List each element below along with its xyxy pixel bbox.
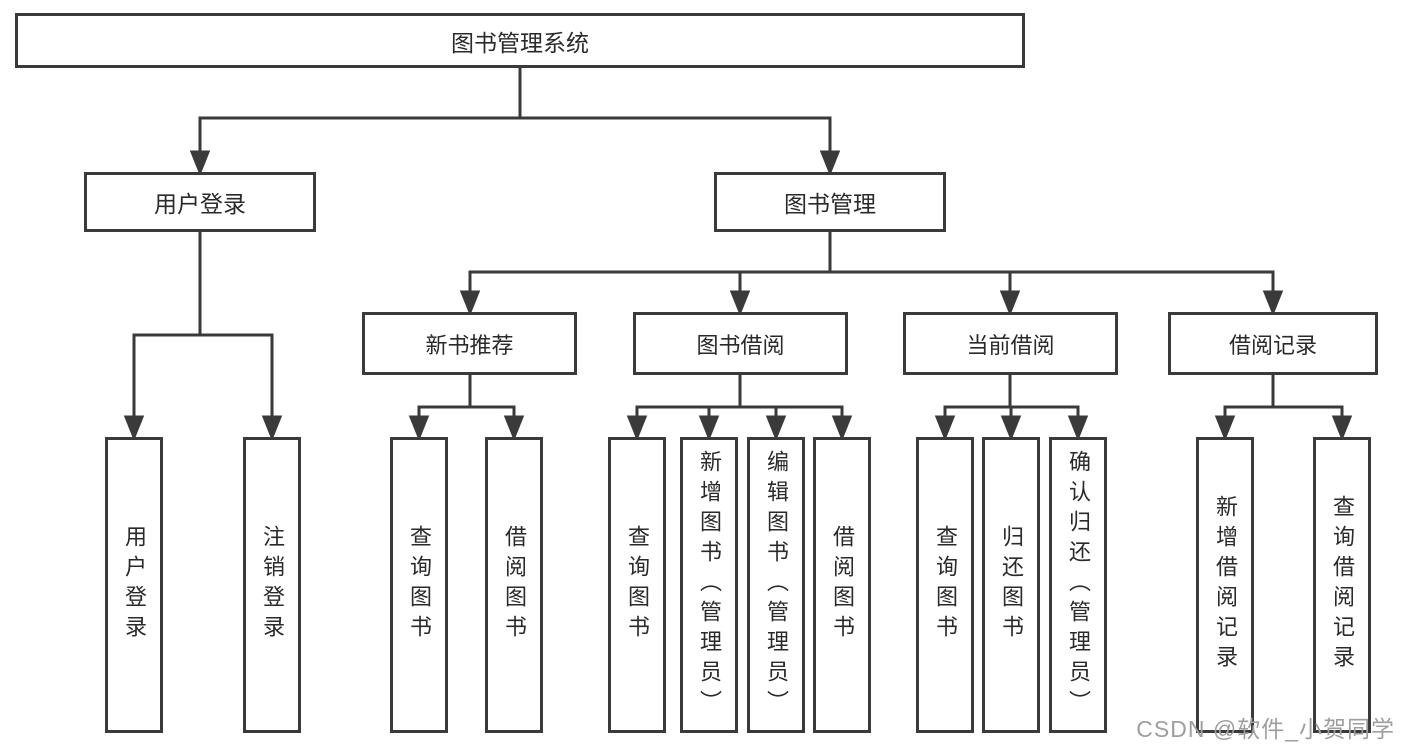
node-leaf-query-books-1: 查询图书 bbox=[390, 437, 448, 733]
node-current-borrow-label: 当前借阅 bbox=[966, 332, 1055, 358]
edge-borrow-records-to-leaves bbox=[1214, 375, 1353, 442]
node-leaf-label: 归还图书 bbox=[999, 525, 1024, 645]
node-user-login: 用户登录 bbox=[84, 172, 316, 232]
node-leaf-label: 确认归还（管理员） bbox=[1066, 450, 1091, 720]
node-borrow-records: 借阅记录 bbox=[1168, 312, 1378, 375]
node-leaf-confirm-return-admin: 确认归还（管理员） bbox=[1049, 437, 1107, 733]
node-leaf-add-borrow-record: 新增借阅记录 bbox=[1196, 437, 1254, 733]
node-leaf-label: 编辑图书（管理员） bbox=[764, 450, 789, 720]
node-book-borrow-label: 图书借阅 bbox=[696, 332, 785, 358]
edge-new-books-to-leaves bbox=[408, 375, 525, 442]
node-book-mgmt-label: 图书管理 bbox=[784, 191, 876, 217]
node-leaf-edit-books-admin: 编辑图书（管理员） bbox=[747, 437, 805, 733]
node-leaf-return-books: 归还图书 bbox=[982, 437, 1040, 733]
node-leaf-label: 借阅图书 bbox=[830, 525, 855, 645]
node-leaf-label: 查询图书 bbox=[625, 525, 650, 645]
node-user-login-label: 用户登录 bbox=[154, 191, 246, 217]
node-new-books-label: 新书推荐 bbox=[425, 332, 514, 358]
node-leaf-query-books-3: 查询图书 bbox=[916, 437, 974, 733]
node-leaf-label: 新增借阅记录 bbox=[1213, 495, 1238, 675]
node-leaf-logout: 注销登录 bbox=[243, 437, 301, 733]
node-book-mgmt: 图书管理 bbox=[714, 172, 946, 232]
node-leaf-user-login: 用户登录 bbox=[105, 437, 163, 733]
node-leaf-borrow-books-1: 借阅图书 bbox=[485, 437, 543, 733]
node-leaf-label: 用户登录 bbox=[122, 525, 147, 645]
node-book-borrow: 图书借阅 bbox=[633, 312, 848, 375]
edge-current-borrow-to-leaves bbox=[934, 375, 1089, 442]
edge-book-borrow-to-leaves bbox=[626, 375, 853, 442]
node-leaf-label: 查询图书 bbox=[407, 525, 432, 645]
node-leaf-label: 新增图书（管理员） bbox=[697, 450, 722, 720]
node-new-books: 新书推荐 bbox=[362, 312, 577, 375]
node-root: 图书管理系统 bbox=[15, 13, 1025, 68]
node-borrow-records-label: 借阅记录 bbox=[1228, 332, 1317, 358]
node-current-borrow: 当前借阅 bbox=[903, 312, 1118, 375]
node-leaf-query-books-2: 查询图书 bbox=[608, 437, 666, 733]
node-leaf-label: 注销登录 bbox=[260, 525, 285, 645]
edge-user-login-to-leaves bbox=[123, 232, 283, 442]
node-leaf-label: 查询图书 bbox=[933, 525, 958, 645]
node-leaf-label: 借阅图书 bbox=[502, 525, 527, 645]
node-leaf-query-borrow-record: 查询借阅记录 bbox=[1313, 437, 1371, 733]
node-leaf-label: 查询借阅记录 bbox=[1330, 495, 1355, 675]
edge-root-to-level2 bbox=[189, 68, 841, 177]
node-root-label: 图书管理系统 bbox=[451, 29, 589, 56]
csdn-watermark: CSDN @软件_小贺同学 bbox=[1136, 716, 1395, 742]
edge-book-mgmt-to-level3 bbox=[459, 232, 1284, 317]
node-leaf-add-books-admin: 新增图书（管理员） bbox=[680, 437, 738, 733]
node-leaf-borrow-books-2: 借阅图书 bbox=[813, 437, 871, 733]
